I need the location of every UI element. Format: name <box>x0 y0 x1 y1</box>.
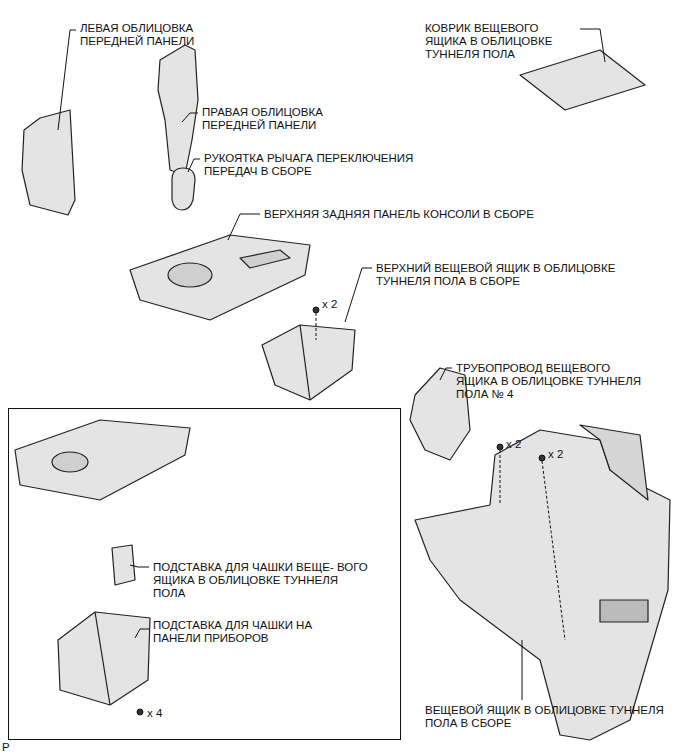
console-panel <box>130 235 310 320</box>
mat <box>520 50 645 110</box>
part-label: ТРУБОПРОВОД ВЕЩЕВОГО ЯЩИКА В ОБЛИЦОВКЕ Т… <box>456 362 641 401</box>
part-label: КОВРИК ВЕЩЕВОГО ЯЩИКА В ОБЛИЦОВКЕ ТУННЕЛ… <box>425 22 575 61</box>
shift-knob <box>172 168 195 210</box>
quantity-label: x 2 <box>548 448 563 461</box>
console-lid <box>580 425 648 500</box>
part-label: ВЕРХНИЙ ВЕЩЕВОЙ ЯЩИК В ОБЛИЦОВКЕ ТУННЕЛЯ… <box>376 262 666 288</box>
leader-line <box>522 640 523 700</box>
shift-boot <box>168 263 212 287</box>
part-label: ЛЕВАЯ ОБЛИЦОВКА ПЕРЕДНЕЙ ПАНЕЛИ <box>80 22 240 48</box>
leader-line <box>188 159 200 172</box>
panel-opening <box>240 250 290 268</box>
screw <box>313 307 319 313</box>
screw <box>539 455 545 461</box>
screw <box>497 444 503 450</box>
part-label: x 4 <box>147 707 162 720</box>
leader-line <box>228 214 260 240</box>
leader-line <box>135 629 149 638</box>
leader-line <box>182 113 198 122</box>
quantity-label: P <box>2 741 10 754</box>
leader-line <box>345 268 372 322</box>
quantity-label: x 2 <box>322 298 337 311</box>
leader-line <box>580 29 605 62</box>
part-label: РУКОЯТКА РЫЧАГА ПЕРЕКЛЮЧЕНИЯ ПЕРЕДАЧ В С… <box>204 152 454 178</box>
screw <box>137 709 143 715</box>
part-label: ВЕЩЕВОЙ ЯЩИК В ОБЛИЦОВКЕ ТУННЕЛЯ ПОЛА В … <box>425 704 683 730</box>
cup-holder <box>58 612 150 705</box>
part-label: ПОДСТАВКА ДЛЯ ЧАШКИ НА ПАНЕЛИ ПРИБОРОВ <box>153 619 313 645</box>
rear-vent <box>600 600 648 622</box>
upper-box <box>262 325 355 400</box>
box-edge <box>300 325 310 400</box>
part-label: ВЕРХНЯЯ ЗАДНЯЯ ПАНЕЛЬ КОНСОЛИ В СБОРЕ <box>264 208 624 221</box>
right-trim <box>158 45 198 175</box>
cup-holder-edge <box>95 612 110 705</box>
inset-console-panel <box>15 420 190 500</box>
dashed-line <box>500 450 501 505</box>
dashed-line <box>542 461 565 640</box>
inset-frame: ПОДСТАВКА ДЛЯ ЧАШКИ ВЕЩЕ- ВОГО ЯЩИКА В О… <box>8 408 401 740</box>
leader-line <box>58 30 76 130</box>
part-label: ПОДСТАВКА ДЛЯ ЧАШКИ ВЕЩЕ- ВОГО ЯЩИКА В О… <box>153 561 368 600</box>
leader-line <box>440 368 452 380</box>
left-trim <box>22 110 75 215</box>
quantity-label: x 2 <box>506 438 521 451</box>
part-label: ПРАВАЯ ОБЛИЦОВКА ПЕРЕДНЕЙ ПАНЕЛИ <box>202 106 367 132</box>
dashed-line <box>316 313 317 340</box>
inset-shift-boot <box>52 452 88 472</box>
leader-line <box>130 565 149 567</box>
